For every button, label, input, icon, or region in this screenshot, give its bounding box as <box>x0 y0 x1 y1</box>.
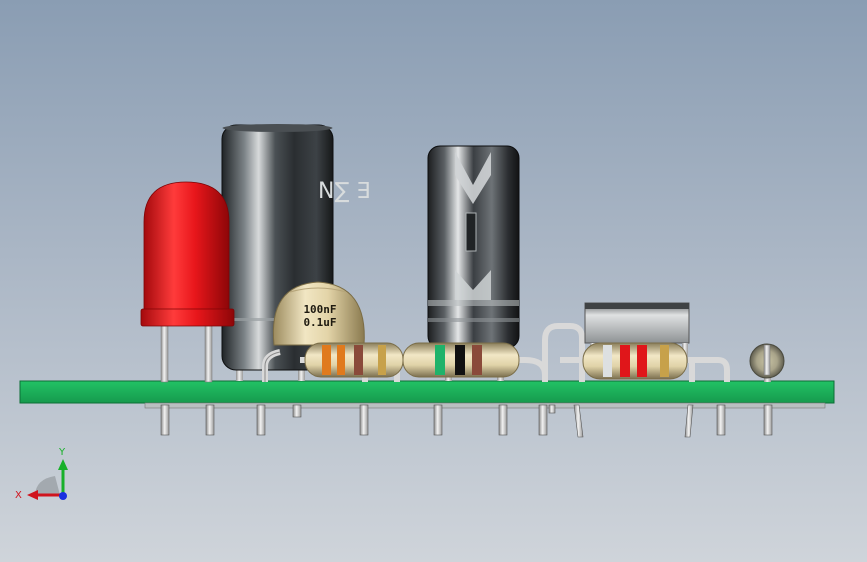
pcb-board[interactable] <box>19 380 835 409</box>
resistor-3[interactable] <box>582 342 688 380</box>
ceramic-capacitor[interactable]: 100nF 0.1uF <box>262 281 365 382</box>
dip-ic-package[interactable] <box>584 302 690 363</box>
z-axis-dot <box>59 492 67 500</box>
axis-triad[interactable]: Y X <box>15 447 68 501</box>
y-axis-label: Y <box>58 447 66 458</box>
red-led[interactable] <box>140 181 235 383</box>
test-point[interactable] <box>749 343 785 382</box>
capacitor-value-label-alt: 0.1uF <box>303 316 336 329</box>
capacitor-value-label: 100nF <box>303 303 336 316</box>
through-hole-pins <box>160 404 773 438</box>
capacitor-marking: N∑ ∃ <box>318 179 370 204</box>
x-axis-label: X <box>15 490 22 501</box>
resistor-2[interactable] <box>402 342 520 378</box>
resistor-1[interactable] <box>304 342 404 378</box>
